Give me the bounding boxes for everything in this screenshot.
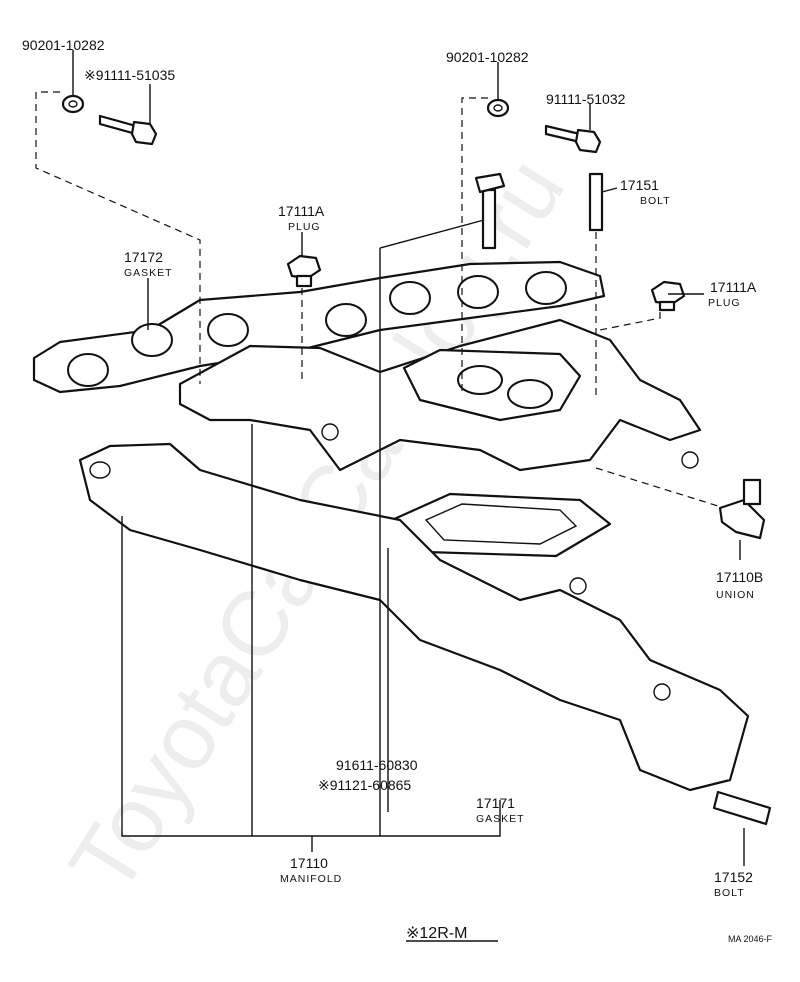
label-gasket-manifold-name: GASKET <box>124 267 173 279</box>
label-washer-right: 90201-10282 <box>446 49 529 65</box>
label-plug-left-num: 17111A <box>278 203 325 219</box>
stud-bottom-drawing <box>712 790 772 826</box>
intake-manifold-drawing <box>178 318 702 472</box>
washer-left-drawing <box>61 94 85 114</box>
label-gasket-carb-num: 17171 <box>476 795 515 811</box>
washer-right-drawing <box>486 98 510 118</box>
label-union-name: UNION <box>716 589 755 601</box>
exhaust-manifold-drawing <box>78 442 750 792</box>
diagram-caption: ※12R-M <box>406 925 467 942</box>
label-gasket-manifold-num: 17172 <box>124 249 163 265</box>
plug-left-drawing <box>286 254 322 288</box>
leader-lines <box>35 50 745 866</box>
reference-code: MA 2046-F <box>728 934 773 944</box>
label-gasket-carb-name: GASKET <box>476 813 525 825</box>
label-manifold-name: MANIFOLD <box>280 873 342 885</box>
label-stud-top-num: 17151 <box>620 177 659 193</box>
label-manifold-num: 17110 <box>290 855 328 871</box>
label-stud-top-name: BOLT <box>640 195 671 207</box>
label-washer-left: 90201-10282 <box>22 37 105 53</box>
plug-right-drawing <box>650 280 686 312</box>
label-stud-bottom-name: BOLT <box>714 887 745 899</box>
bolt-right-drawing <box>544 124 602 154</box>
label-stud-center-2: ※91121-60865 <box>318 777 411 793</box>
label-plug-left-name: PLUG <box>288 221 321 233</box>
label-bolt-left: ※91111-51035 <box>84 67 175 83</box>
label-union-num: 17110B <box>716 569 763 585</box>
stud-center-drawing <box>474 172 506 250</box>
label-bolt-right: 91111-51032 <box>546 91 626 107</box>
label-plug-right-name: PLUG <box>708 297 741 309</box>
bolt-left-drawing <box>98 114 158 146</box>
stud-top-drawing <box>588 172 604 232</box>
label-stud-center-1: 91611-60830 <box>336 757 418 773</box>
union-drawing <box>718 478 766 540</box>
label-stud-bottom-num: 17152 <box>714 869 753 885</box>
label-plug-right-num: 17111A <box>710 279 757 295</box>
